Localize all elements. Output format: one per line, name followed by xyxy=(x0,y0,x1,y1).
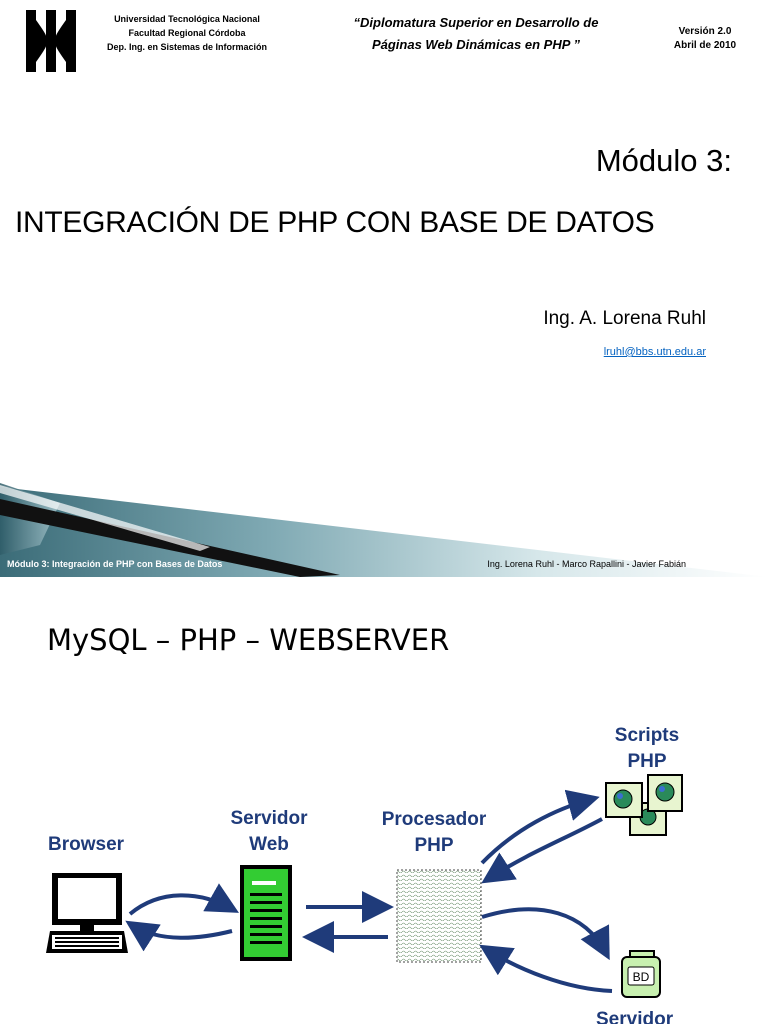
version-line-2: Abril de 2010 xyxy=(673,40,737,51)
author-name: Ing. A. Lorena Ruhl xyxy=(543,308,706,329)
course-line-2: Páginas Web Dinámicas en PHP ” xyxy=(371,37,581,52)
institution-line-3: Dep. Ing. en Sistemas de Información xyxy=(106,42,268,52)
script-documents-icon xyxy=(605,774,683,836)
footer-module: Módulo 3: Integración de PHP con Bases d… xyxy=(7,559,223,569)
php-scripts-label: Scripts PHP xyxy=(602,723,692,775)
db-icon-label: BD xyxy=(633,970,650,984)
db-server-label: Servidor xyxy=(596,1009,674,1024)
web-server-label-line-1: Servidor xyxy=(230,808,308,829)
browser-label: Browser xyxy=(48,834,125,855)
arrow-scripts-to-php xyxy=(481,817,603,884)
computer-icon xyxy=(46,873,128,953)
slide-title: MySQL – PHP – WEBSERVER xyxy=(47,623,450,657)
php-processor-label: Procesador PHP xyxy=(372,807,496,859)
server-tower-icon xyxy=(240,865,292,961)
php-scripts-label-line-1: Scripts xyxy=(614,725,680,746)
arrow-php-to-scripts xyxy=(480,789,600,865)
course-title: “Diplomatura Superior en Desarrollo de P… xyxy=(316,12,636,56)
web-server-label-line-2: Web xyxy=(249,834,289,855)
course-line-1: “Diplomatura Superior en Desarrollo de xyxy=(353,15,599,30)
arrow-db-to-php xyxy=(479,944,613,993)
arrow-browser-to-server xyxy=(128,883,239,916)
utn-logo xyxy=(26,10,76,72)
version-line-1: Versión 2.0 xyxy=(678,26,732,37)
architecture-slide: MySQL – PHP – WEBSERVER xyxy=(0,577,768,1024)
php-processor-label-line-1: Procesador xyxy=(381,809,487,830)
php-processor-box xyxy=(396,869,482,963)
version-info: Versión 2.0 Abril de 2010 xyxy=(660,25,750,53)
arrow-php-to-db xyxy=(481,907,610,961)
institution-line-2: Facultad Regional Córdoba xyxy=(128,28,246,38)
footer-authors: Ing. Lorena Ruhl - Marco Rapallini - Jav… xyxy=(487,559,686,569)
web-server-label: Servidor Web xyxy=(222,806,316,858)
architecture-diagram: BD xyxy=(46,774,683,998)
php-processor-label-line-2: PHP xyxy=(414,835,454,856)
title-slide: Universidad Tecnológica Nacional Faculta… xyxy=(0,10,768,577)
author-email-link[interactable]: lruhl@bbs.utn.edu.ar xyxy=(603,346,706,358)
flow-arrows xyxy=(125,789,613,993)
institution-header: Universidad Tecnológica Nacional Faculta… xyxy=(92,12,282,54)
arrow-server-to-browser xyxy=(125,920,233,952)
database-icon: BD xyxy=(621,950,661,998)
slide-title: INTEGRACIÓN DE PHP CON BASE DE DATOS xyxy=(15,206,655,239)
institution-line-1: Universidad Tecnológica Nacional xyxy=(114,14,260,24)
footer-swoosh xyxy=(0,483,768,577)
module-label: Módulo 3: xyxy=(595,143,732,178)
php-scripts-label-line-2: PHP xyxy=(627,751,667,772)
